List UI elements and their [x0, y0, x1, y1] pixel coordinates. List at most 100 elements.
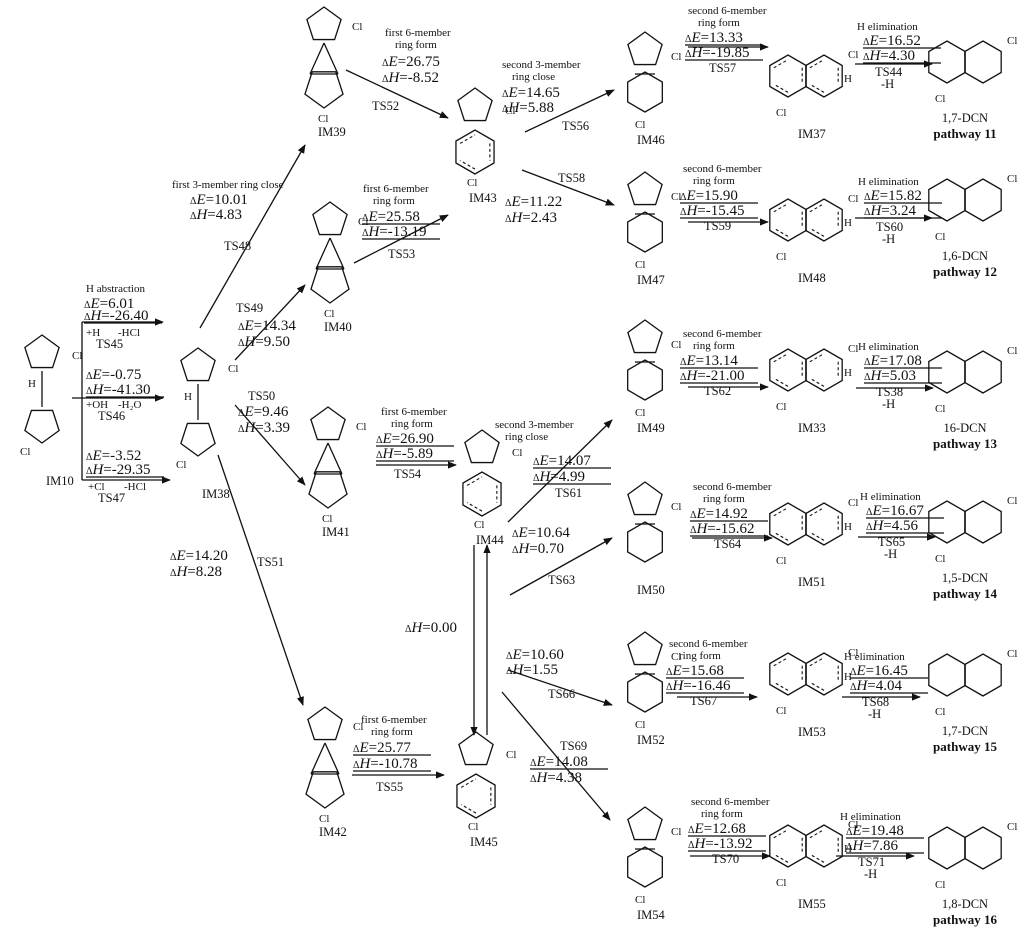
ring	[964, 350, 1002, 394]
energy-e-ts70: ΔE=12.68	[688, 821, 746, 837]
energy-e-ts60: ΔE=15.82	[864, 188, 922, 204]
bond	[309, 42, 325, 75]
ts-label: TS69	[560, 739, 587, 753]
hydrogen-label: H	[844, 217, 852, 229]
energy-h-ts52: ΔH=-8.52	[382, 70, 439, 86]
chlorine-label: Cl	[20, 446, 30, 458]
energy-h-ts45: ΔH=-26.40	[84, 308, 149, 324]
step-title: first 6-member	[385, 27, 451, 39]
ring	[464, 429, 500, 464]
arrow-ts58	[521, 169, 615, 206]
bond	[460, 778, 477, 788]
bond	[773, 83, 789, 93]
ts-label: TS54	[394, 467, 422, 481]
step-title: second 3-member	[495, 419, 574, 431]
ring	[180, 422, 216, 457]
chlorine-label: Cl	[671, 651, 681, 663]
bond	[466, 502, 483, 512]
step-title: second 6-member	[691, 796, 770, 808]
step-title: ring form	[371, 726, 413, 738]
species-label: IM49	[637, 421, 665, 435]
structure-im10	[24, 334, 60, 444]
chlorine-label: Cl	[671, 51, 681, 63]
chlorine-label: Cl	[635, 407, 645, 419]
energy-e-ts59: ΔE=15.90	[680, 188, 738, 204]
chlorine-label: Cl	[1007, 35, 1017, 47]
product-name: 1,7-DCN	[942, 111, 988, 125]
product-name: 16-DCN	[943, 421, 986, 435]
energy-h-ts71: ΔH=7.86	[846, 838, 898, 854]
bond	[310, 742, 326, 775]
chlorine-label: Cl	[776, 107, 786, 119]
chlorine-label: Cl	[468, 821, 478, 833]
bond	[459, 134, 476, 144]
step-title: H abstraction	[86, 283, 145, 295]
structure-im49	[627, 319, 663, 401]
ts-label: TS48	[224, 239, 251, 253]
chlorine-label: Cl	[72, 350, 82, 362]
ts-label: TS45	[96, 337, 123, 351]
energy-h-ts56: ΔH=5.88	[502, 100, 554, 116]
energy-e-ts47: ΔE=-3.52	[86, 448, 141, 464]
energy-h-ts66: ΔH=1.55	[506, 662, 558, 678]
ring	[928, 40, 966, 84]
arrow-ts48	[199, 144, 306, 329]
chlorine-label: Cl	[776, 401, 786, 413]
species-label: IM53	[798, 725, 826, 739]
pathway-label: pathway 12	[933, 264, 997, 279]
ring	[24, 409, 60, 444]
step-title: second 6-member	[688, 5, 767, 17]
arrow-ts69	[501, 691, 611, 821]
byproduct-label: -H	[882, 397, 895, 411]
step-title: H elimination	[840, 811, 901, 823]
chlorine-label: Cl	[935, 706, 945, 718]
pathway-label: pathway 14	[933, 586, 997, 601]
energy-h-ts64: ΔH=-15.62	[690, 521, 755, 537]
ring	[455, 129, 495, 175]
step-title: H elimination	[860, 491, 921, 503]
chlorine-label: Cl	[474, 519, 484, 531]
byproduct-label: -H	[882, 232, 895, 246]
energy-e-ts63: ΔE=10.64	[512, 525, 570, 541]
chlorine-label: Cl	[505, 105, 515, 117]
ring	[769, 54, 807, 98]
energy-h-ts54: ΔH=-5.89	[376, 446, 433, 462]
chlorine-label: Cl	[935, 231, 945, 243]
ring	[769, 824, 807, 868]
chlorine-label: Cl	[935, 93, 945, 105]
species-label: IM33	[798, 421, 826, 435]
ring	[458, 731, 494, 766]
species-label: IM52	[637, 733, 665, 747]
bond	[459, 160, 476, 170]
species-label: IM46	[637, 133, 665, 147]
ring	[964, 653, 1002, 697]
species-label: IM39	[318, 125, 346, 139]
ring	[964, 826, 1002, 870]
structure-im44	[462, 429, 502, 517]
ring	[457, 87, 493, 122]
energy-h-ts50: ΔH=3.39	[238, 420, 290, 436]
structure-im47	[627, 171, 663, 253]
structure-im43	[455, 87, 495, 175]
energy-e-ts48: ΔE=10.01	[190, 192, 248, 208]
structure-im48	[769, 198, 843, 242]
bond	[460, 804, 477, 814]
structure-im55	[769, 824, 843, 868]
ring	[627, 671, 663, 713]
bond	[773, 853, 789, 863]
ts-label: TS67	[690, 694, 717, 708]
bond	[327, 442, 343, 475]
bond	[773, 507, 789, 517]
step-title: H elimination	[857, 21, 918, 33]
step-title: second 6-member	[683, 163, 762, 175]
species-label: IM42	[319, 825, 347, 839]
bond	[809, 657, 825, 667]
chlorine-label: Cl	[1007, 173, 1017, 185]
energy-h-ts46: ΔH=-41.30	[86, 382, 151, 398]
step-title: first 6-member	[381, 406, 447, 418]
species-label: IM50	[637, 583, 665, 597]
chlorine-label: Cl	[176, 459, 186, 471]
structure-im52	[627, 631, 663, 713]
ts-label: TS70	[712, 852, 739, 866]
bond	[773, 59, 789, 69]
